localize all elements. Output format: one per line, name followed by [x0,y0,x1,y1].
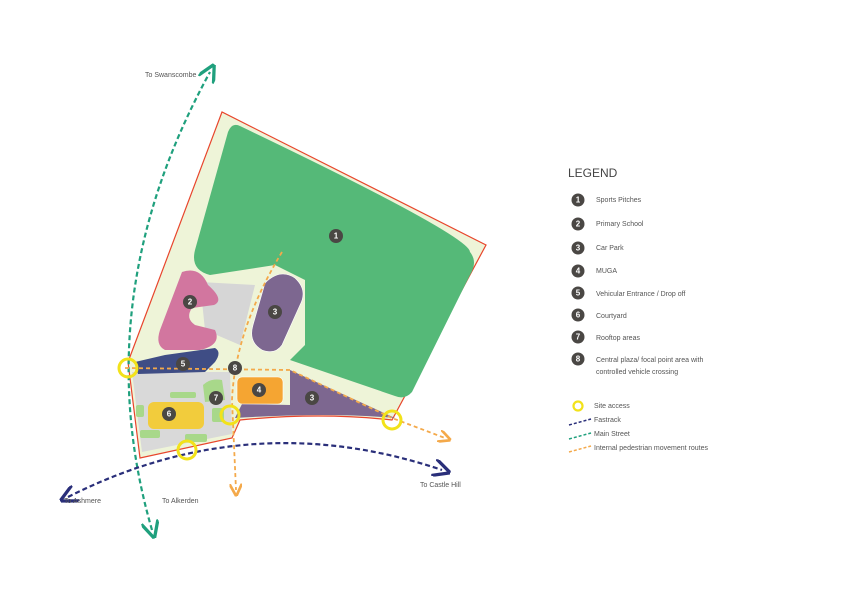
legend-item-5: 5 Vehicular Entrance / Drop off [571,286,685,300]
courtyard-area [148,402,204,429]
site-access-icon [572,400,584,412]
marker-3-south: 3 [310,394,315,403]
legend-num: 3 [576,244,581,253]
legend-num: 5 [576,289,581,298]
legend-num: 4 [576,267,581,276]
legend-label-line2: controlled vehicle crossing [596,369,678,376]
label-to-swanscombe: To Swanscombe [145,72,196,79]
marker-7: 7 [214,394,219,403]
legend-key-main-street: Main Street [568,431,630,440]
pedestrian-route-north-south [232,251,283,490]
legend-label: MUGA [596,268,617,275]
legend-label: Vehicular Entrance / Drop off [596,291,685,298]
legend-key-site-access: Site access [572,400,630,412]
sports-pitches-area [194,124,474,398]
legend-num: 1 [576,196,581,205]
legend-title: LEGEND [568,166,618,180]
legend-num: 6 [576,311,581,320]
site-access-east [381,409,403,431]
legend-num: 2 [576,220,581,229]
marker-5: 5 [181,360,186,369]
fastrack-route [68,442,442,497]
legend-num: 8 [576,355,581,364]
main-street-line-icon [568,432,592,440]
legend-label: Rooftop areas [596,335,640,342]
site-access-central [219,404,241,426]
label-to-castle-hill: To Castle Hill [420,482,461,489]
marker-8: 8 [233,364,238,373]
legend-item-2: 2 Primary School [571,217,644,231]
legend-label: Courtyard [596,313,627,320]
marker-1: 1 [334,232,339,241]
marker-3-north: 3 [273,308,278,317]
legend-label: Sports Pitches [596,197,642,204]
label-to-alkerden: To Alkerden [162,498,199,505]
legend-item-8: 8 Central plaza/ focal point area with con… [571,352,703,376]
legend-num: 7 [576,333,581,342]
marker-4: 4 [257,386,262,395]
legend-key-label: Site access [594,403,630,410]
legend-item-4: 4 MUGA [571,264,617,278]
legend-label: Primary School [596,221,644,228]
site-access-south [176,439,198,461]
site-access-markers [117,357,403,461]
legend-key-label: Internal pedestrian movement routes [594,445,709,452]
legend-label: Car Park [596,245,624,252]
legend: LEGEND 1 Sports Pitches 2 Primary School 3… [568,166,709,453]
legend-item-6: 6 Courtyard [571,308,627,322]
fastrack-line-icon [568,418,592,426]
legend-key-fastrack: Fastrack [568,417,621,426]
label-to-ashmere: To Ashmere [64,498,101,505]
legend-label: Central plaza/ focal point area with [596,357,703,364]
legend-item-3: 3 Car Park [571,241,624,255]
pedestrian-line-icon [568,445,592,453]
map-number-markers: 1 2 3 3 4 5 6 7 8 [162,229,343,421]
legend-item-7: 7 Rooftop areas [571,330,640,344]
site-access-west [117,357,139,379]
marker-2: 2 [188,298,193,307]
legend-key-label: Main Street [594,431,630,438]
legend-key-label: Fastrack [594,417,621,424]
marker-6: 6 [167,410,172,419]
legend-key-pedestrian: Internal pedestrian movement routes [568,445,709,453]
legend-item-1: 1 Sports Pitches [571,193,642,207]
